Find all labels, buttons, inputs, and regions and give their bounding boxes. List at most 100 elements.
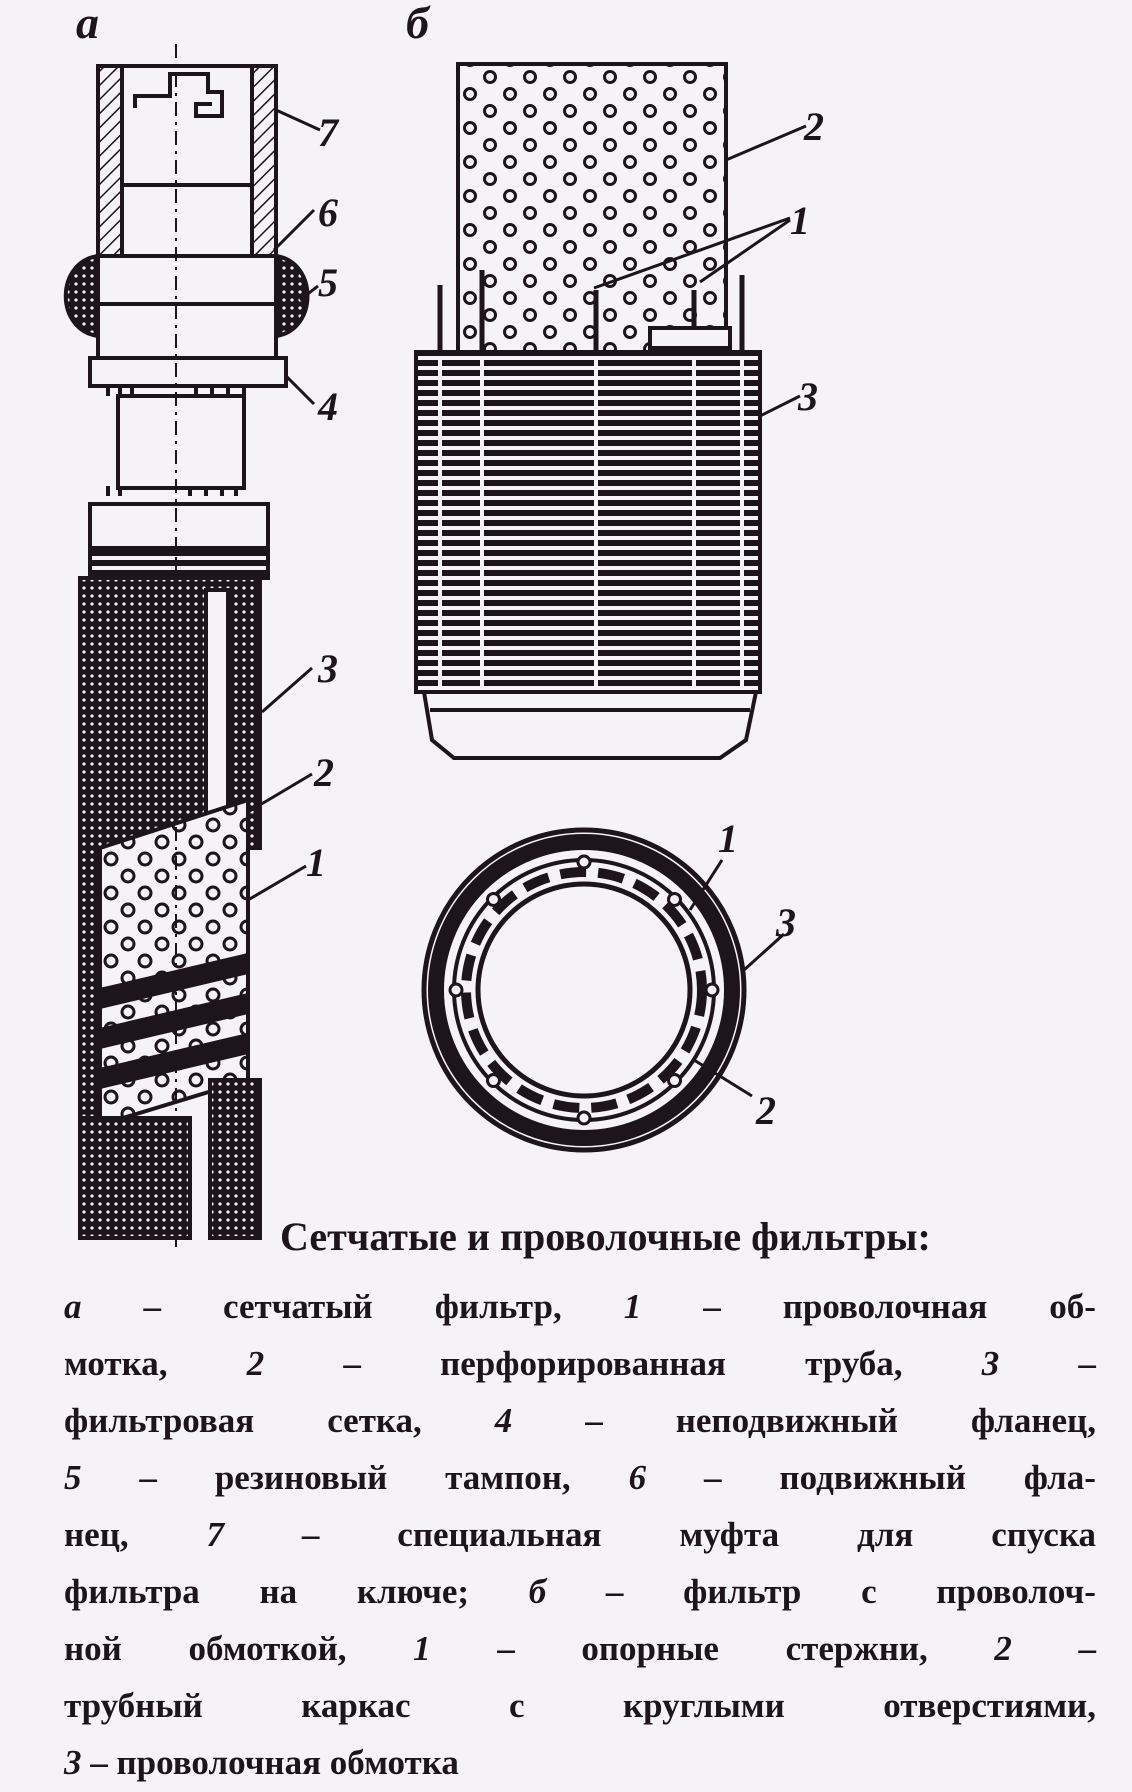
caption-word: круглыми — [623, 1686, 785, 1725]
callout-b-1: 1 — [790, 198, 810, 243]
wire-winding — [98, 952, 250, 1090]
caption-word: об- — [1049, 1287, 1096, 1326]
caption-word: – — [1078, 1629, 1097, 1668]
callout-section-1: 1 — [718, 816, 738, 861]
callout-a-1: 1 — [306, 840, 326, 885]
caption-word: труба, — [805, 1344, 903, 1383]
tube-frame — [456, 62, 728, 366]
callout-a-3: 3 — [317, 646, 338, 691]
caption-word: – — [143, 1287, 162, 1326]
caption-word: фильтра — [64, 1572, 200, 1611]
callout-section-3: 3 — [775, 900, 796, 945]
caption-word: нец, — [64, 1515, 129, 1554]
caption-word: – — [704, 1458, 722, 1497]
caption-line: ной обмоткой, 1 – опорные стержни, 2 – — [64, 1620, 1096, 1677]
caption-line: 3 – проволочная обмотка — [64, 1734, 1096, 1791]
caption-word: фильтровая — [64, 1401, 255, 1440]
mesh-filter-drawing — [63, 44, 310, 1250]
caption-word: специальная — [397, 1515, 602, 1554]
caption-word: – — [90, 1743, 117, 1782]
support-rod-section — [667, 891, 683, 907]
caption-word: – — [497, 1629, 515, 1668]
caption-word: 3 — [64, 1743, 91, 1782]
caption-word: ной — [64, 1629, 122, 1668]
special-coupling — [96, 64, 278, 258]
caption-word: а — [64, 1287, 82, 1326]
caption-word: – — [1078, 1344, 1096, 1383]
caption-word: фильтр — [683, 1572, 802, 1611]
caption-word: 6 — [628, 1458, 647, 1497]
caption-word: 2 — [994, 1629, 1012, 1668]
support-rod-section — [485, 1073, 501, 1089]
caption-word: – — [139, 1458, 157, 1497]
caption-word: б — [528, 1572, 547, 1611]
caption-word: для — [857, 1515, 914, 1554]
caption-word: – — [343, 1344, 361, 1383]
support-rod-section — [576, 854, 592, 870]
rubber-tampon — [63, 253, 310, 360]
callout-b-3: 3 — [797, 374, 818, 419]
caption-word: обмоткой, — [188, 1629, 347, 1668]
callout-section-2: 2 — [755, 1088, 776, 1133]
caption-word: обмотка — [329, 1743, 459, 1782]
caption-word: – — [585, 1401, 603, 1440]
caption-word: спуска — [991, 1515, 1096, 1554]
caption-word: 4 — [494, 1401, 513, 1440]
support-rod-section — [485, 891, 501, 907]
caption-title: Сетчатые и проволочные фильтры: — [280, 1214, 931, 1259]
caption-word: 7 — [206, 1515, 225, 1554]
caption-word: тампон, — [445, 1458, 571, 1497]
caption-word: сетчатый — [223, 1287, 373, 1326]
panel-letter-b: б — [406, 0, 429, 48]
caption-word: сетка, — [327, 1401, 422, 1440]
caption-line: фильтра на ключе; б – фильтр с проволоч- — [64, 1563, 1096, 1620]
caption-word: фла- — [1023, 1458, 1096, 1497]
caption-word: проволочная — [116, 1743, 330, 1782]
caption-line: 5 – резиновый тампон, 6 – подвижный фла- — [64, 1449, 1096, 1506]
caption-word: опорные — [581, 1629, 719, 1668]
caption-line: нец, 7 – специальная муфта для спуска — [64, 1506, 1096, 1563]
caption-line: мотка, 2 – перфорированная труба, 3 – — [64, 1335, 1096, 1392]
caption-word: с — [861, 1572, 877, 1611]
caption-word: – — [605, 1572, 624, 1611]
support-rod-section — [704, 982, 720, 998]
caption-word: резиновый — [214, 1458, 388, 1497]
caption-word: – — [301, 1515, 320, 1554]
caption-word: подвижный — [779, 1458, 966, 1497]
caption-word: отверстиями, — [883, 1686, 1096, 1725]
support-rod-section — [576, 1110, 592, 1126]
wire-winding-block — [414, 350, 762, 694]
caption-word: стержни, — [785, 1629, 928, 1668]
caption-word: фильтр, — [434, 1287, 562, 1326]
caption-line: трубный каркас с круглыми отверстиями, — [64, 1677, 1096, 1734]
callout-a-4: 4 — [317, 384, 338, 429]
caption-word: муфта — [679, 1515, 780, 1554]
cross-section — [421, 827, 747, 1153]
caption-word: проволоч- — [936, 1572, 1096, 1611]
panel-letter-a: а — [76, 0, 99, 48]
caption-word: трубный — [64, 1686, 203, 1725]
caption-word: 5 — [64, 1458, 82, 1497]
callout-a-7: 7 — [318, 110, 340, 155]
wire-wound-filter-drawing — [414, 62, 762, 760]
caption-word: с — [509, 1686, 525, 1725]
caption-word: ключе; — [356, 1572, 470, 1611]
caption-word: перфорированная — [440, 1344, 726, 1383]
callout-a-2: 2 — [313, 750, 334, 795]
fixed-flange — [88, 356, 288, 388]
caption-word: фланец, — [970, 1401, 1096, 1440]
caption-word: 1 — [623, 1287, 642, 1326]
caption-word: каркас — [301, 1686, 411, 1725]
caption-word: мотка, — [64, 1344, 168, 1383]
support-rod-section — [448, 982, 464, 998]
caption-word: 1 — [413, 1629, 431, 1668]
caption-word: 2 — [246, 1344, 265, 1383]
caption-word: проволочная — [782, 1287, 988, 1326]
support-rod-section — [667, 1073, 683, 1089]
caption-word: 3 — [981, 1344, 1000, 1383]
caption-word: на — [259, 1572, 298, 1611]
